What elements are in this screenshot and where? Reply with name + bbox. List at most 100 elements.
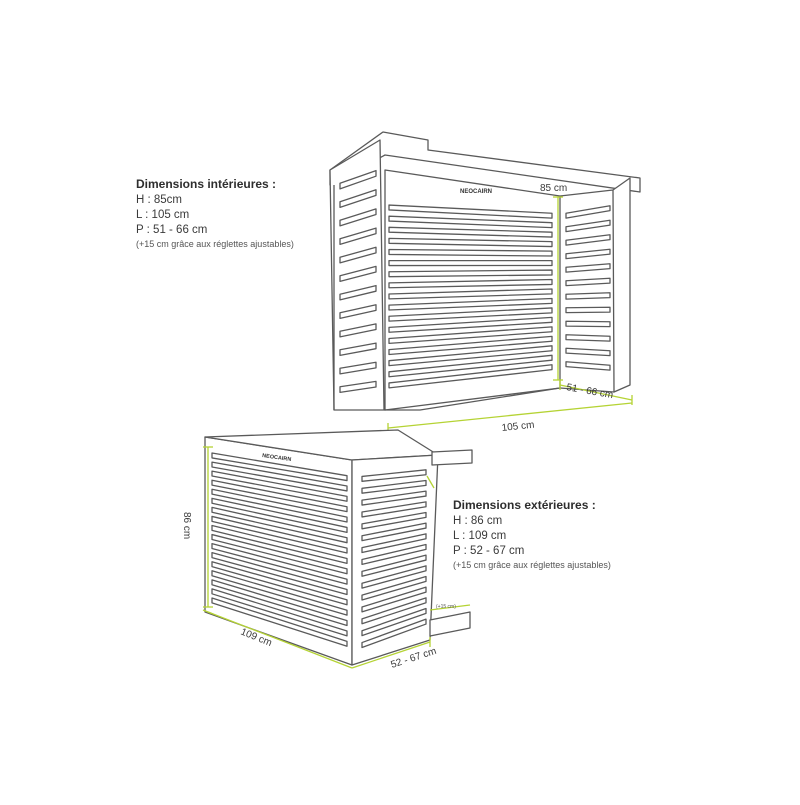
louver-slat (565, 306, 611, 314)
louver-slat (339, 246, 377, 264)
interior-depth-line (559, 384, 633, 401)
exterior-view (204, 429, 473, 666)
louver-slat (361, 597, 427, 625)
louver-slat (211, 597, 348, 647)
louver-slat (339, 304, 377, 320)
louver-slat (388, 326, 553, 345)
louver-slat (361, 575, 427, 601)
louver-slat (211, 561, 348, 606)
louver-slat (388, 307, 553, 322)
louver-slat (211, 488, 348, 523)
louver-slat (388, 288, 553, 300)
exterior-depth-line (351, 641, 431, 669)
louver-slat (388, 335, 553, 356)
louver-slat (339, 227, 377, 246)
interior-right-slats (565, 205, 611, 371)
louver-slat (211, 497, 348, 533)
exterior-height: H : 86 cm (453, 515, 503, 527)
louver-slat (339, 380, 377, 394)
louver-slat (339, 284, 377, 301)
louver-slat (361, 607, 427, 637)
louver-slat (339, 342, 377, 357)
exterior-dimension-lines (202, 446, 471, 669)
exterior-note: (+15 cm grâce aux réglettes ajustables) (453, 560, 611, 570)
louver-slat (388, 226, 553, 238)
louver-slat (388, 204, 553, 219)
exterior-slide-bottom (429, 611, 471, 637)
louver-slat (565, 334, 611, 342)
interior-left-slats (339, 169, 377, 394)
louver-slat (211, 570, 348, 616)
louver-slat (339, 208, 377, 227)
louver-slat (565, 320, 611, 328)
louver-slat (388, 297, 553, 311)
interior-dim-height-label: 85 cm (540, 183, 567, 194)
louver-slat (565, 219, 611, 233)
exterior-slide-top (431, 449, 473, 466)
louver-slat (388, 248, 553, 257)
louver-slat (211, 542, 348, 585)
louver-slat (361, 533, 427, 554)
exterior-extension-label: (+15 cm) (436, 604, 456, 610)
exterior-extension-line (429, 604, 471, 611)
louver-slat (211, 533, 348, 575)
interior-dimension-lines (387, 196, 633, 433)
louver-slat (361, 511, 427, 530)
louver-slat (361, 501, 427, 518)
louver-slat (361, 543, 427, 566)
louver-slat (361, 618, 427, 649)
louver-slat (211, 579, 348, 627)
louver-slat (361, 522, 427, 542)
louver-slat (565, 277, 611, 287)
exterior-front-slats (211, 452, 348, 647)
louver-slat (211, 452, 348, 482)
interior-dim-length-label: 105 cm (501, 420, 535, 434)
louver-slat (339, 169, 377, 190)
louver-slat (388, 278, 553, 289)
louver-slat (361, 554, 427, 577)
exterior-title: Dimensions extérieures : (453, 498, 596, 512)
interior-logo: NEOCAIRN (460, 189, 492, 195)
louver-slat (211, 479, 348, 513)
exterior-dim-height-label: 86 cm (181, 512, 192, 539)
louver-slat (565, 292, 611, 300)
louver-slat (339, 361, 377, 375)
louver-slat (339, 189, 377, 209)
interior-note: (+15 cm grâce aux réglettes ajustables) (136, 239, 294, 249)
exterior-logo: NEOCAIRN (262, 453, 292, 463)
louver-slat (388, 269, 553, 278)
louver-slat (211, 552, 348, 596)
louver-slat (388, 316, 553, 333)
interior-height: H : 85cm (136, 194, 183, 206)
exterior-dimensions-block: Dimensions extérieures : H : 86 cm L : 1… (453, 498, 611, 571)
louver-slat (211, 524, 348, 565)
louver-slat (361, 586, 427, 613)
interior-right-panel (612, 177, 631, 393)
louver-slat (565, 234, 611, 246)
louver-slat (388, 345, 553, 367)
louver-slat (211, 461, 348, 492)
louver-slat (388, 364, 553, 389)
louver-slat (388, 259, 553, 267)
louver-slat (388, 354, 553, 378)
louver-slat (565, 263, 611, 273)
louver-slat (361, 479, 427, 494)
exterior-length: L : 109 cm (453, 530, 507, 542)
louver-slat (211, 506, 348, 544)
interior-title: Dimensions intérieures : (136, 177, 277, 191)
louver-slat (211, 588, 348, 637)
interior-dim-depth-label: 51 - 66 cm (565, 382, 613, 401)
louver-slat (211, 515, 348, 554)
louver-slat (339, 265, 377, 283)
exterior-length-line (207, 611, 353, 669)
louver-slat (361, 565, 427, 589)
interior-view (329, 131, 641, 411)
interior-back-slats (388, 204, 553, 389)
interior-length-line (387, 402, 633, 429)
louver-slat (388, 215, 553, 229)
louver-slat (565, 248, 611, 260)
louver-slat (388, 237, 553, 248)
louver-slat (211, 470, 348, 502)
